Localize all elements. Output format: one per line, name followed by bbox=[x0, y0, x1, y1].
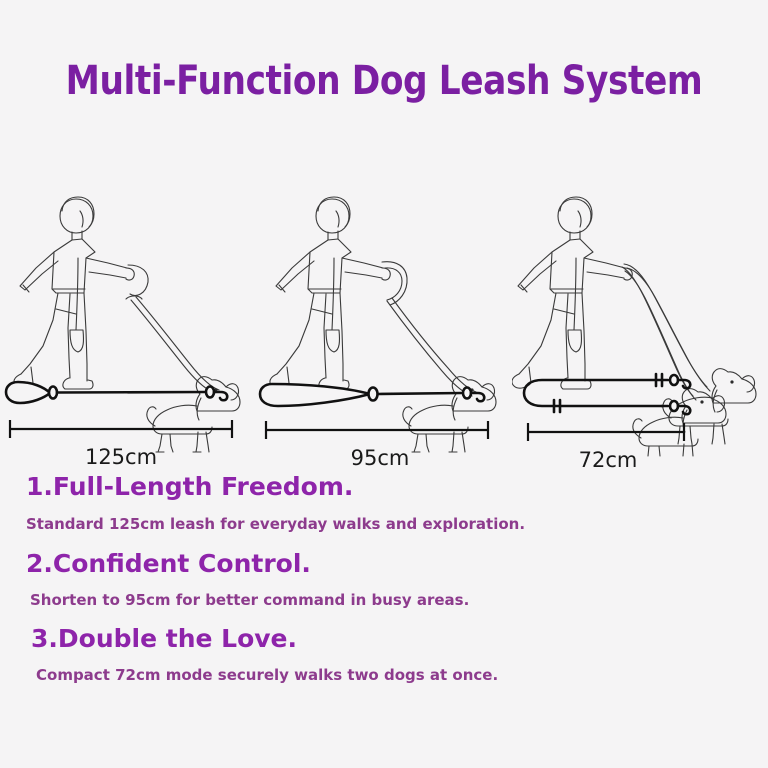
feature-item-3: 3.Double the Love. Compact 72cm mode sec… bbox=[0, 624, 768, 684]
leash-double-72 bbox=[621, 263, 711, 401]
feature-item-2: 2.Confident Control. Shorten to 95cm for… bbox=[0, 549, 768, 609]
panel-72cm: 72cm bbox=[512, 168, 768, 472]
dimension-label-72: 72cm bbox=[579, 448, 638, 472]
dog-figure-2 bbox=[402, 376, 497, 453]
walker-figure-2 bbox=[269, 196, 391, 390]
page-title: Multi-Function Dog Leash System bbox=[65, 58, 703, 104]
feature-item-1: 1.Full-Length Freedom. Standard 125cm le… bbox=[0, 472, 768, 533]
dog-figure-1 bbox=[146, 376, 241, 453]
feature-body-1: Standard 125cm leash for everyday walks … bbox=[26, 515, 526, 533]
panel-95cm: 95cm bbox=[256, 168, 512, 470]
illustration-row: 125cm bbox=[0, 168, 768, 472]
leash-diagram-72: 72cm bbox=[522, 372, 692, 472]
feature-body-2: Shorten to 95cm for better command in bu… bbox=[30, 591, 470, 609]
leash-long-125 bbox=[125, 264, 220, 394]
leash-diagram-125: 125cm bbox=[4, 380, 234, 469]
feature-heading-2: 2.Confident Control. bbox=[26, 549, 311, 578]
feature-heading-1: 1.Full-Length Freedom. bbox=[26, 472, 354, 501]
panel-125cm: 125cm bbox=[0, 168, 256, 469]
walker-figure-1 bbox=[13, 196, 135, 390]
feature-heading-3: 3.Double the Love. bbox=[31, 624, 298, 653]
dog-figure-3a bbox=[632, 388, 727, 457]
feature-body-3: Compact 72cm mode securely walks two dog… bbox=[36, 666, 499, 684]
walker-figure-3 bbox=[512, 196, 633, 390]
dimension-label-125: 125cm bbox=[85, 445, 157, 469]
leash-diagram-95: 95cm bbox=[258, 382, 490, 470]
features-list: 1.Full-Length Freedom. Standard 125cm le… bbox=[0, 472, 768, 684]
dimension-label-95: 95cm bbox=[351, 446, 410, 470]
